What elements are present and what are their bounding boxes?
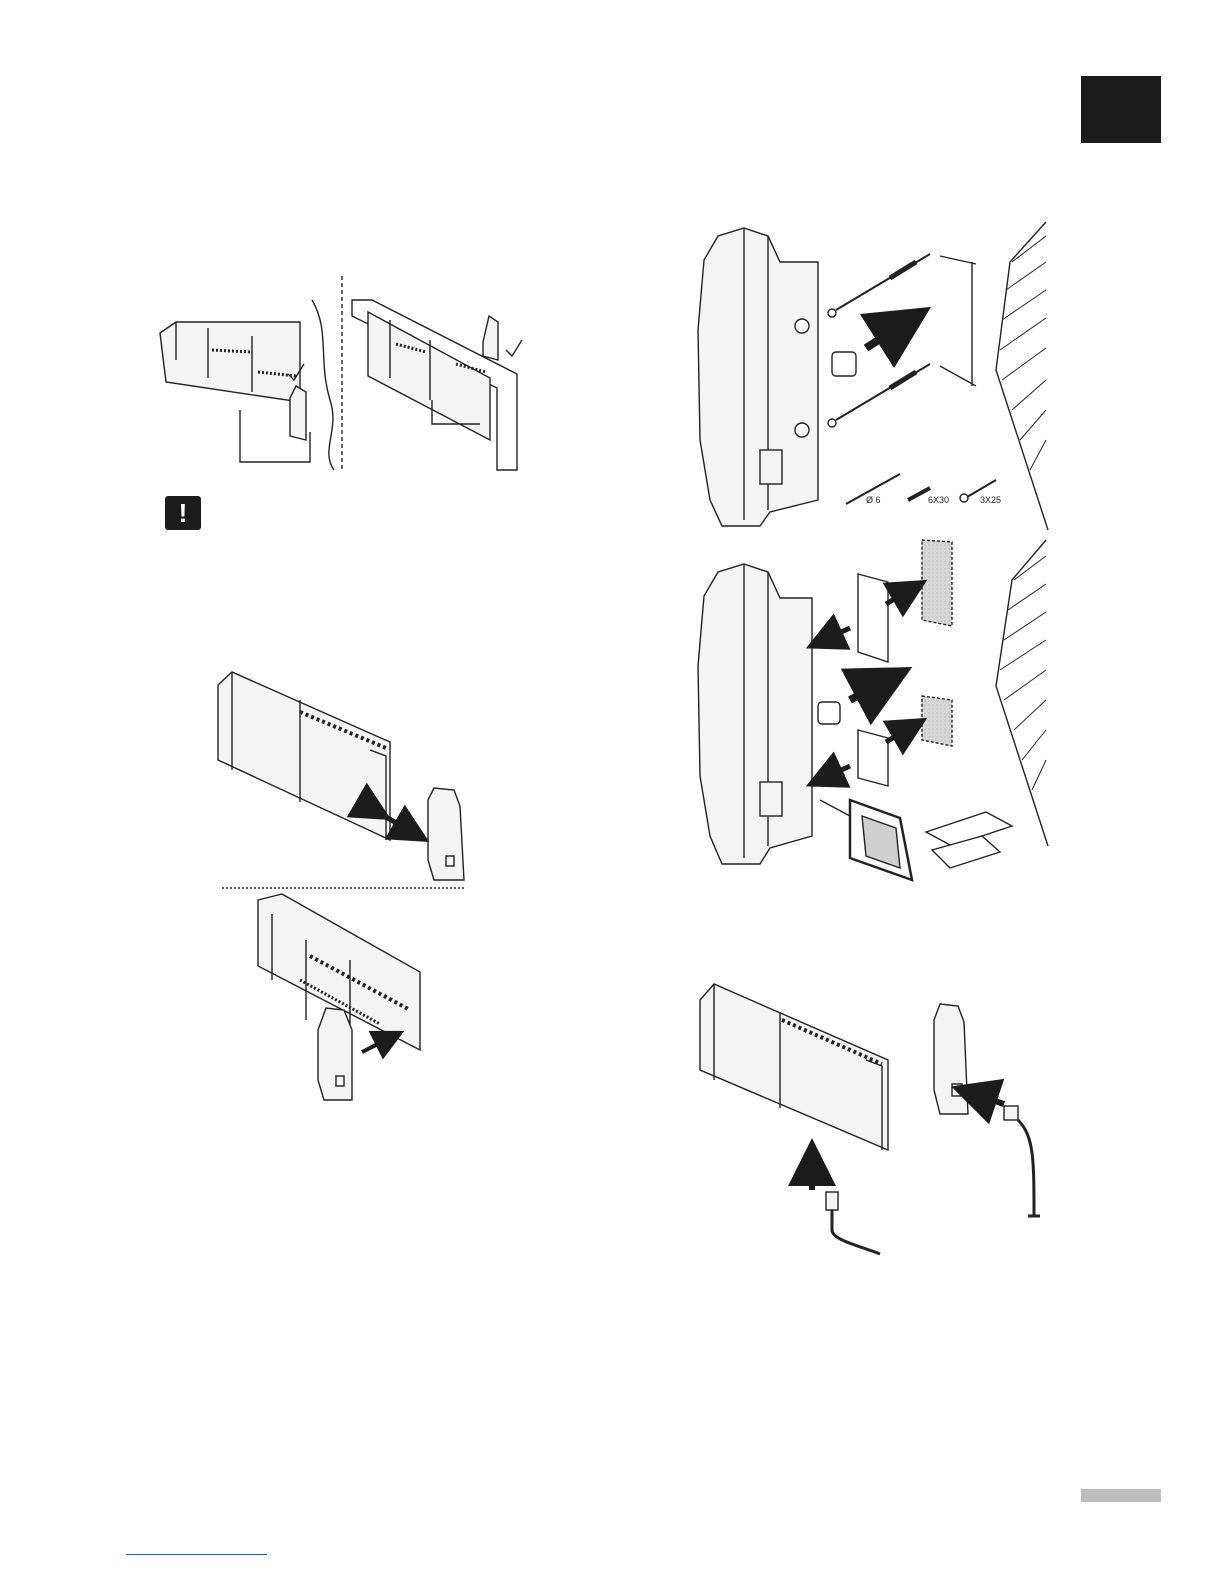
open-controller-figure — [258, 894, 420, 1100]
cable-connection-figure — [700, 984, 1040, 1254]
screw-mount-figure — [698, 222, 1048, 530]
placement-figure — [160, 276, 522, 470]
plug-size-label: 6X30 — [928, 495, 949, 505]
screw-size-label: 3X25 — [980, 495, 1001, 505]
adhesive-mount-figure — [698, 540, 1048, 880]
attach-module-figure — [218, 672, 466, 888]
drill-size-label: Ø 6 — [866, 495, 881, 505]
